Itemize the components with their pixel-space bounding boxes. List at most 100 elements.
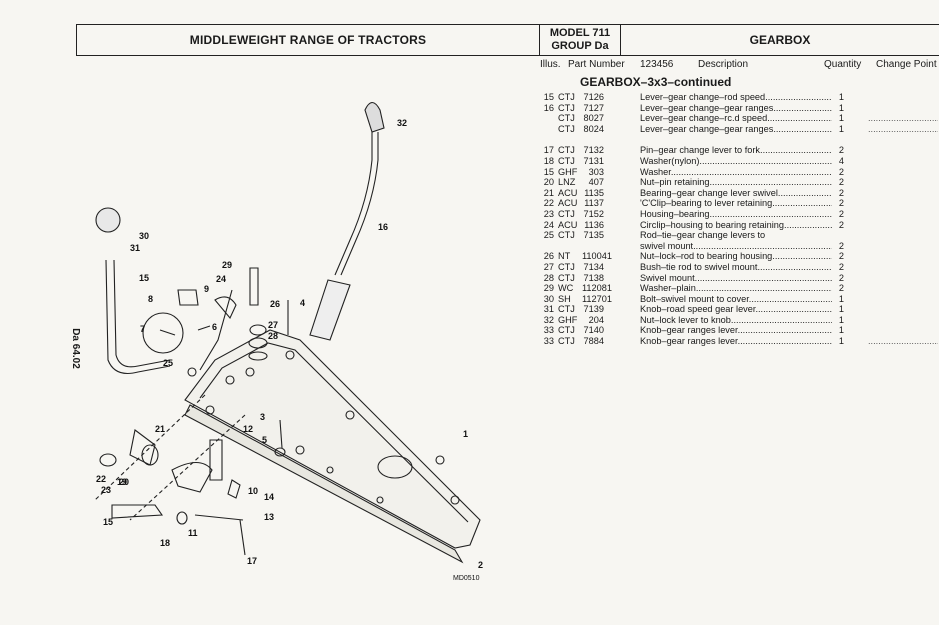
part-row: swivel mount2 xyxy=(0,240,939,252)
part-number: 1137 xyxy=(584,198,604,209)
part-illus-number: 17 xyxy=(543,145,554,156)
part-prefix: CTJ xyxy=(558,261,575,272)
part-illus-number: 22 xyxy=(543,198,554,209)
part-number: 204 xyxy=(588,314,604,325)
part-quantity: 1 xyxy=(832,314,844,326)
part-number: 8024 xyxy=(583,123,604,134)
part-prefix: CTJ xyxy=(558,92,575,102)
lever-boss xyxy=(309,279,351,341)
part-number: 7152 xyxy=(583,208,604,219)
part-quantity: 2 xyxy=(832,261,844,273)
part-description: Housing–bearing xyxy=(640,209,838,220)
part-description: Pin–gear change lever to fork xyxy=(640,145,838,156)
cover-bolt-hole xyxy=(345,410,355,420)
guide-line xyxy=(129,414,246,521)
part-quantity: 4 xyxy=(832,155,844,167)
callout-label: 32 xyxy=(397,118,407,128)
part-quantity: 1 xyxy=(832,123,844,135)
part-description: Bolt–swivel mount to cover xyxy=(640,294,838,305)
part-number: 8027 xyxy=(583,113,604,124)
part-description: Lever–gear change–gear ranges xyxy=(640,103,838,114)
lever-body-19 xyxy=(171,461,213,493)
col-quantity: Quantity xyxy=(824,59,862,70)
callout-label: 11 xyxy=(188,528,198,538)
part-description: Lever–gear change–rc.d speed xyxy=(640,113,838,124)
part-prefix: GHF xyxy=(558,314,578,325)
part-number: 7140 xyxy=(583,325,604,336)
part-quantity: 1 xyxy=(832,113,844,124)
section-heading: GEARBOX xyxy=(749,33,811,47)
column-headers: Illus. Part Number 123456 Description Qu… xyxy=(0,59,939,73)
part-illus-number: 30 xyxy=(543,293,554,304)
part-illus-number: 16 xyxy=(543,102,554,113)
cover-inner-edge xyxy=(199,342,469,523)
part-change-point xyxy=(868,113,938,124)
part-description: Washer(nylon) xyxy=(640,156,838,167)
lever-16-edge xyxy=(340,132,379,276)
part-illus-number: 15 xyxy=(543,92,554,102)
part-quantity: 1 xyxy=(832,102,844,114)
callout-label: 15 xyxy=(103,517,113,527)
part-prefix: CTJ xyxy=(558,230,575,241)
part-description: Lever–gear change–rod speed xyxy=(640,92,838,103)
part-illus-number: 23 xyxy=(543,208,554,219)
part-description: Knob–gear ranges lever xyxy=(640,325,838,336)
part-prefix: LNZ xyxy=(558,177,576,188)
part-description: Bearing–gear change lever swivel xyxy=(640,188,838,199)
swivel-28 xyxy=(248,337,268,349)
callout-label: 18 xyxy=(160,538,170,548)
cover-bolt-hole xyxy=(450,495,460,505)
part-quantity: 1 xyxy=(832,293,844,305)
part-illus-number: 20 xyxy=(543,177,554,188)
callout-label: 28 xyxy=(268,331,278,341)
part-prefix: ACU xyxy=(558,198,578,209)
callout-label: 29 xyxy=(222,260,232,270)
part-prefix: SH xyxy=(558,293,571,304)
cover-base-edge xyxy=(184,404,464,564)
part-illus-number: 28 xyxy=(543,272,554,283)
col-illus: Illus. xyxy=(540,59,561,70)
part-prefix: WC xyxy=(558,283,574,294)
part-number: 7135 xyxy=(583,230,604,241)
model-group-box: MODEL 711 GROUP Da xyxy=(539,25,621,55)
lever-15-edge xyxy=(113,259,171,368)
diagram-drawing xyxy=(94,101,481,564)
bolt-3 xyxy=(279,419,283,449)
part-prefix: CTJ xyxy=(558,272,575,283)
part-quantity: 2 xyxy=(832,219,844,231)
part-quantity: 2 xyxy=(832,145,844,156)
tie-rod-25 xyxy=(199,289,233,371)
part-number: 7127 xyxy=(583,102,604,113)
pin-7 xyxy=(159,329,176,336)
part-prefix: ACU xyxy=(558,219,578,230)
callout-label: 5 xyxy=(262,435,267,445)
part-number: 7131 xyxy=(583,155,604,166)
col-code: 123456 xyxy=(640,59,674,70)
part-description: Washer xyxy=(640,167,838,178)
part-description: swivel mount xyxy=(640,241,838,252)
bolt-30 xyxy=(249,267,259,306)
model-label: MODEL 711 xyxy=(549,27,611,39)
part-number: 7139 xyxy=(583,304,604,315)
part-number: 1135 xyxy=(584,187,604,198)
part-illus-number: 25 xyxy=(543,230,554,241)
part-illus-number: 33 xyxy=(543,336,554,347)
part-change-point xyxy=(868,336,938,347)
washer-29 xyxy=(248,351,268,361)
guide-line xyxy=(94,394,206,501)
part-illus-number: 26 xyxy=(543,251,554,262)
part-quantity: 2 xyxy=(832,198,844,209)
part-number: 7134 xyxy=(583,261,604,272)
part-description: Lever–gear change–gear ranges xyxy=(640,124,838,135)
callout-label: 1 xyxy=(463,429,468,439)
detail-circle-7 xyxy=(142,312,184,354)
